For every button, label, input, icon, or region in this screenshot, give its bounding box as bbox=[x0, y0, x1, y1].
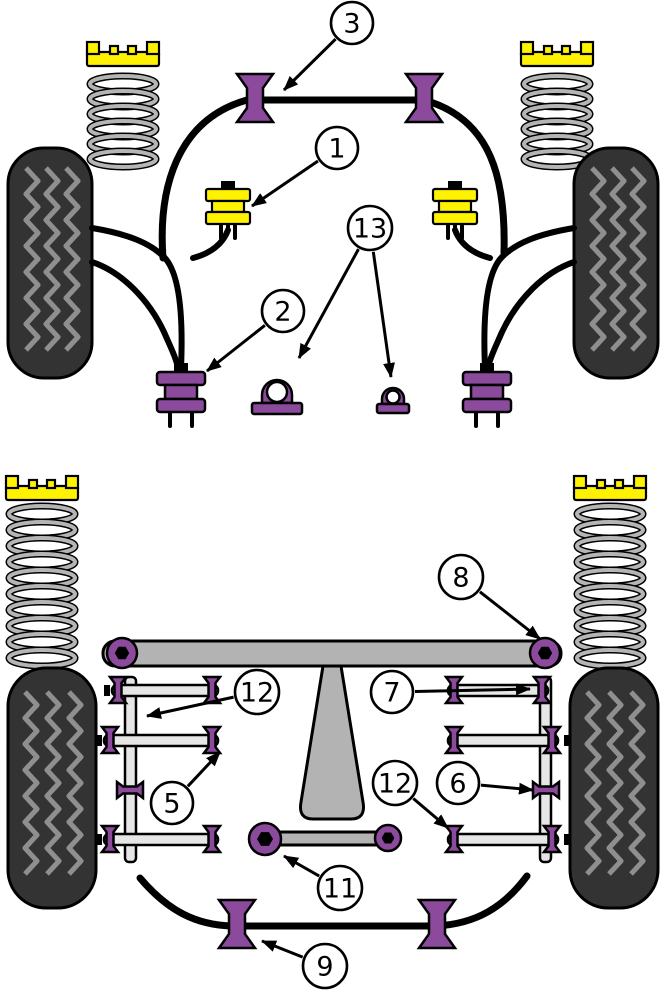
front-left-spring-top-mount bbox=[85, 40, 161, 68]
callout-circle bbox=[346, 204, 394, 252]
callout-8-rear: 8 bbox=[437, 553, 541, 641]
rear-left-spring-top-mount bbox=[4, 474, 80, 502]
callout-number: 12 bbox=[378, 769, 412, 800]
callout-arrow bbox=[283, 854, 320, 878]
front-lower-arm-bushing-left bbox=[155, 363, 207, 428]
front-right-spring-top-mount bbox=[519, 40, 595, 68]
callout-number: 1 bbox=[328, 134, 345, 165]
rear-left-upright bbox=[123, 675, 138, 864]
callout-arrow bbox=[282, 38, 337, 92]
rear-left-links bbox=[96, 675, 222, 864]
callout-circle bbox=[371, 759, 419, 807]
front-lower-arm-bushing-right bbox=[461, 363, 513, 428]
front-left-spring bbox=[85, 40, 161, 167]
callout-arrow bbox=[261, 939, 304, 959]
callout-arrow bbox=[251, 159, 319, 208]
callout-11-rear: 11 bbox=[283, 854, 364, 912]
callout-circle bbox=[149, 780, 195, 826]
rear-suspension-view bbox=[4, 474, 660, 950]
callout-arrow bbox=[186, 750, 222, 788]
callout-7-rear: 7 bbox=[369, 669, 531, 715]
rear-right-mid-link bbox=[446, 733, 560, 748]
callout-circle bbox=[314, 125, 360, 171]
callout-12-rear: 12 bbox=[146, 668, 281, 719]
rear-left-spring bbox=[4, 474, 80, 666]
rear-crossmember bbox=[101, 636, 563, 821]
callout-number: 2 bbox=[274, 297, 291, 328]
front-right-tire bbox=[572, 146, 660, 380]
rear-crossmember-fin bbox=[299, 664, 365, 821]
callout-arrow bbox=[478, 590, 541, 641]
steering-clamp-bushing-large bbox=[250, 378, 304, 416]
callout-number: 13 bbox=[353, 214, 387, 245]
rear-right-lower-link bbox=[446, 832, 560, 847]
rear-right-spring-top-mount bbox=[572, 474, 648, 502]
callout-circle bbox=[437, 553, 485, 601]
rear-crossmember-bar bbox=[101, 639, 563, 668]
callout-number: 6 bbox=[449, 769, 466, 800]
callout-6-rear: 6 bbox=[435, 760, 534, 806]
callout-circle bbox=[369, 669, 415, 715]
callout-13-front: 13 bbox=[297, 204, 395, 378]
callout-arrow bbox=[297, 248, 360, 359]
steering-clamp-bushing-small bbox=[375, 386, 411, 415]
rear-anti-roll-bar bbox=[136, 872, 531, 930]
engine-mount-right bbox=[431, 179, 479, 240]
callout-circle bbox=[233, 668, 281, 716]
callout-circle bbox=[316, 864, 364, 912]
rear-left-upper-link bbox=[110, 683, 220, 698]
front-right-spring bbox=[519, 40, 595, 167]
callout-circle bbox=[329, 0, 375, 46]
callout-number: 11 bbox=[323, 874, 357, 905]
callout-arrow bbox=[146, 695, 234, 719]
engine-mount-left bbox=[204, 179, 252, 240]
rear-left-mid-link bbox=[102, 733, 220, 748]
callout-circle bbox=[260, 288, 306, 334]
callout-5-rear: 5 bbox=[149, 750, 222, 826]
front-control-arms bbox=[89, 225, 577, 371]
callout-number: 3 bbox=[343, 9, 360, 40]
callout-arrow bbox=[412, 797, 449, 830]
callout-arrow bbox=[206, 324, 266, 373]
callout-3-front: 3 bbox=[282, 0, 375, 92]
front-anti-roll-bar bbox=[158, 96, 508, 262]
callout-1-front: 1 bbox=[251, 125, 360, 208]
front-suspension-view bbox=[6, 40, 660, 428]
callout-circle bbox=[435, 760, 481, 806]
callout-arrow bbox=[480, 782, 534, 795]
callout-2-front: 2 bbox=[206, 288, 306, 373]
rear-right-tire bbox=[568, 666, 660, 910]
rear-left-lower-link bbox=[102, 832, 220, 847]
callout-number: 5 bbox=[163, 789, 180, 820]
callout-12-rear: 12 bbox=[371, 759, 449, 830]
front-left-tire bbox=[6, 146, 94, 380]
rear-right-links bbox=[444, 675, 570, 864]
rear-left-tire bbox=[6, 666, 98, 910]
callout-number: 9 bbox=[316, 952, 333, 983]
callout-9-rear: 9 bbox=[261, 939, 349, 990]
callout-arrow bbox=[371, 251, 395, 378]
callout-arrow bbox=[414, 683, 531, 696]
rear-right-spring bbox=[572, 474, 648, 666]
callout-number: 7 bbox=[383, 678, 400, 709]
callout-number: 8 bbox=[452, 563, 469, 594]
callout-number: 12 bbox=[240, 678, 274, 709]
rear-center-arm bbox=[247, 821, 403, 857]
callout-circle bbox=[301, 942, 349, 990]
